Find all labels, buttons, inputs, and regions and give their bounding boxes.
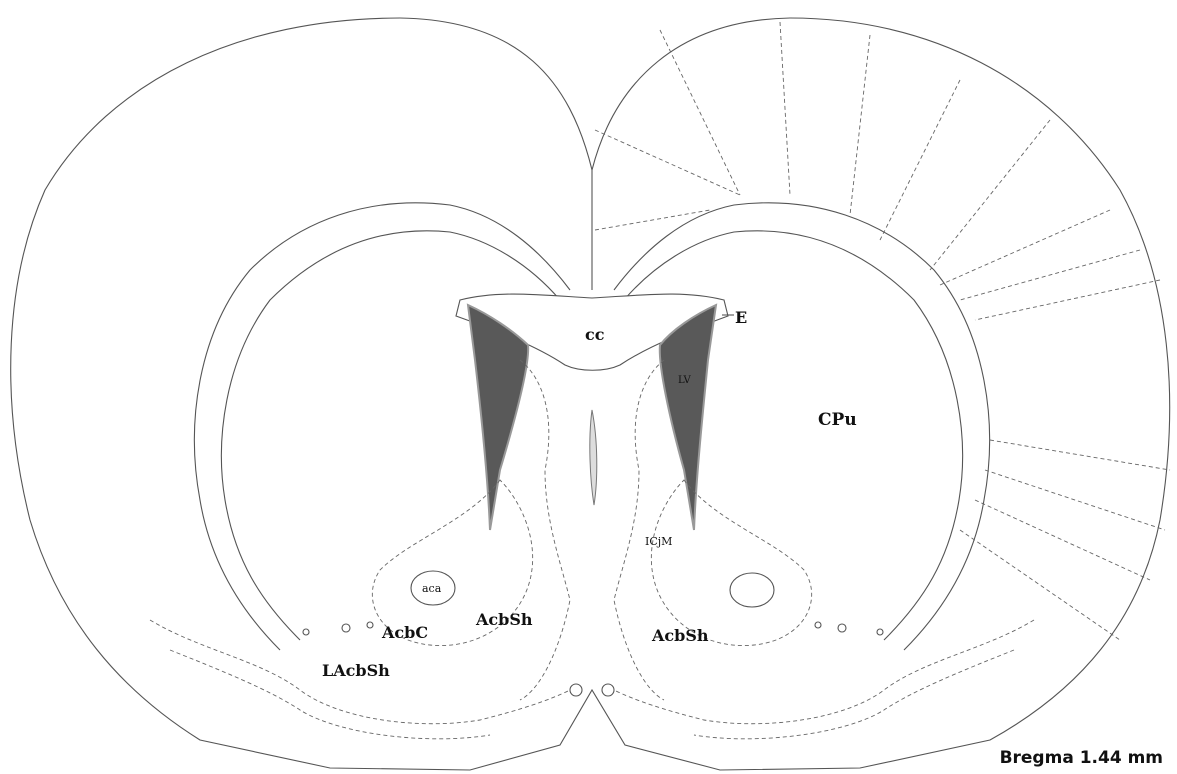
label-acbc: AcbC (381, 623, 428, 642)
bregma-label: Bregma 1.44 mm (1000, 748, 1163, 768)
right-anterior-commissure[interactable] (730, 573, 774, 607)
label-aca: aca (422, 582, 442, 595)
vessel-circle (367, 622, 373, 628)
vessel-circle (570, 684, 582, 696)
vessel-circle (342, 624, 350, 632)
brain-outline (11, 18, 1170, 770)
vessel-circle (838, 624, 846, 632)
label-icjm: ICjM (645, 535, 672, 548)
vessel-circle (303, 629, 309, 635)
label-e: E (735, 308, 747, 327)
label-lv: LV (678, 375, 691, 386)
label-acbsh-right: AcbSh (651, 626, 709, 645)
label-cc: cc (585, 325, 605, 344)
vessel-circle (602, 684, 614, 696)
label-lacbsh: LAcbSh (322, 661, 390, 680)
vessel-circle (815, 622, 821, 628)
label-acbsh-left: AcbSh (475, 610, 533, 629)
label-cpu: CPu (818, 410, 857, 430)
vessel-circle (877, 629, 883, 635)
